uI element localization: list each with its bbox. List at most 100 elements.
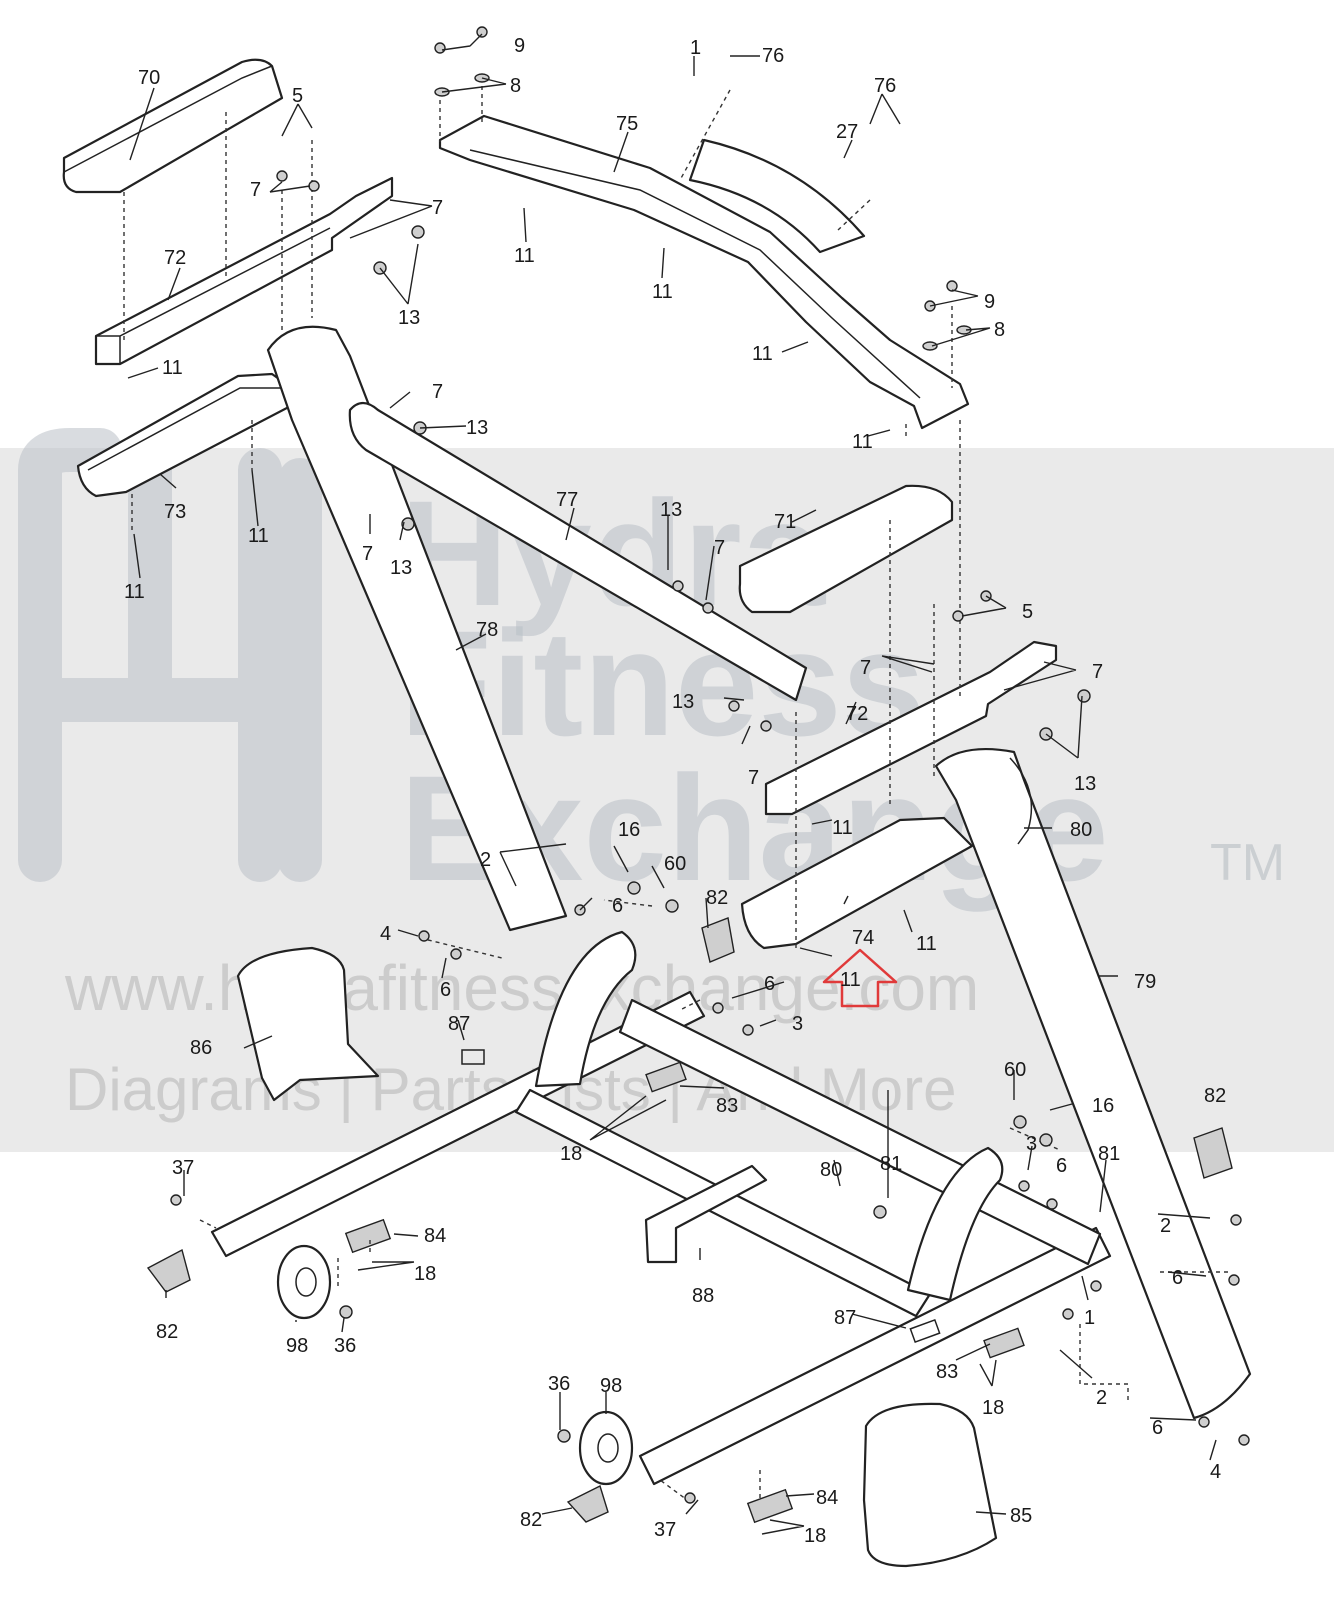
callout-3: 3 <box>792 1013 803 1035</box>
callout-4: 4 <box>380 923 391 945</box>
washer-icon <box>276 170 288 182</box>
callout-4: 4 <box>1210 1461 1221 1483</box>
part-75-console-frame <box>438 114 970 430</box>
callout-5: 5 <box>1022 601 1033 623</box>
part-82-bracket-right <box>1193 1127 1233 1179</box>
callout-6: 6 <box>612 895 623 917</box>
part-71-top-cap <box>738 484 954 614</box>
callout-13: 13 <box>466 417 488 439</box>
callout-80: 80 <box>1070 819 1092 841</box>
part-75-console-shroud <box>688 138 866 254</box>
washer-icon <box>308 180 320 192</box>
callout-7: 7 <box>860 657 871 679</box>
part-72-left-bar <box>94 176 394 366</box>
washer-icon <box>760 720 772 732</box>
bolt-icon <box>1018 1180 1030 1192</box>
part-85-right-shroud <box>862 1402 998 1568</box>
callout-16: 16 <box>618 819 640 841</box>
callout-87: 87 <box>834 1307 856 1329</box>
callout-18: 18 <box>982 1397 1004 1419</box>
part-82-foot-right <box>566 1485 609 1523</box>
callout-36: 36 <box>548 1373 570 1395</box>
callout-82: 82 <box>156 1321 178 1343</box>
part-86-left-shroud <box>236 946 380 1102</box>
bolt-icon <box>672 580 684 592</box>
part-74-right-tray <box>740 816 974 950</box>
part-87-label-right <box>909 1319 941 1343</box>
callout-36: 36 <box>334 1335 356 1357</box>
part-98-wheel-left <box>276 1244 332 1320</box>
callout-11: 11 <box>752 343 773 365</box>
callout-60: 60 <box>1004 1059 1026 1081</box>
callout-76: 76 <box>874 75 896 97</box>
part-79-right-upright <box>934 747 1252 1420</box>
part-right-gusset <box>906 1146 1004 1302</box>
bolt-icon <box>946 280 958 292</box>
bolt-icon <box>742 1024 754 1036</box>
callout-11: 11 <box>832 817 853 839</box>
callout-88: 88 <box>692 1285 714 1307</box>
part-82-bracket-upper <box>701 917 735 963</box>
connector-icon <box>873 1205 887 1219</box>
bolt-icon <box>401 517 415 531</box>
callout-11: 11 <box>652 281 673 303</box>
line-art <box>62 26 1252 1568</box>
callout-11: 11 <box>248 525 269 547</box>
bolt-icon <box>476 26 488 38</box>
part-84-plate-right <box>746 1488 794 1524</box>
bolt-icon <box>1039 1133 1053 1147</box>
callout-81: 81 <box>1098 1143 1120 1165</box>
callout-82: 82 <box>520 1509 542 1531</box>
callout-11: 11 <box>124 581 145 603</box>
part-base-right-leg <box>638 1226 1112 1486</box>
part-83-plate-right <box>983 1327 1025 1359</box>
watermark-trademark: TM <box>1210 834 1285 892</box>
callout-27: 27 <box>836 121 858 143</box>
callout-13: 13 <box>672 691 694 713</box>
callout-8: 8 <box>510 75 521 97</box>
callout-82: 82 <box>706 887 728 909</box>
part-88-rear-stabilizer <box>644 1164 768 1264</box>
callout-1: 1 <box>1084 1307 1095 1329</box>
bolt-icon <box>1077 689 1091 703</box>
callout-6: 6 <box>1172 1267 1183 1289</box>
nut-icon <box>665 899 679 913</box>
callout-9: 9 <box>984 291 995 313</box>
callout-11: 11 <box>514 245 535 267</box>
callout-84: 84 <box>816 1487 838 1509</box>
callout-83: 83 <box>936 1361 958 1383</box>
callout-6: 6 <box>1152 1417 1163 1439</box>
callout-79: 79 <box>1134 971 1156 993</box>
bolt-icon <box>728 700 740 712</box>
callout-6: 6 <box>1056 1155 1067 1177</box>
callout-85: 85 <box>1010 1505 1032 1527</box>
callout-81: 81 <box>880 1153 902 1175</box>
callout-13: 13 <box>398 307 420 329</box>
highlight-arrow-icon <box>822 948 898 1008</box>
callout-11: 11 <box>852 431 873 453</box>
callout-13: 13 <box>1074 773 1096 795</box>
callout-6: 6 <box>440 979 451 1001</box>
callout-72: 72 <box>846 703 868 725</box>
part-77-crossbar <box>348 401 808 702</box>
bolt-icon <box>684 1492 696 1504</box>
bolt-icon <box>1230 1214 1242 1226</box>
bolt-icon <box>1238 1434 1250 1446</box>
callout-7: 7 <box>714 537 725 559</box>
bolt-icon <box>170 1194 182 1206</box>
part-98-wheel-right <box>578 1410 634 1486</box>
callout-7: 7 <box>362 543 373 565</box>
callouts: 70 5 7 7 72 13 11 7 13 73 11 11 7 13 9 8… <box>124 35 1226 1547</box>
callout-13: 13 <box>390 557 412 579</box>
bolt-icon <box>627 881 641 895</box>
callout-73: 73 <box>164 501 186 523</box>
washer-icon <box>922 341 938 351</box>
washer-icon <box>450 948 462 960</box>
callout-78: 78 <box>476 619 498 641</box>
part-82-foot-left <box>146 1248 191 1293</box>
callout-98: 98 <box>600 1375 622 1397</box>
callout-82: 82 <box>1204 1085 1226 1107</box>
callout-8: 8 <box>994 319 1005 341</box>
callout-7: 7 <box>432 381 443 403</box>
